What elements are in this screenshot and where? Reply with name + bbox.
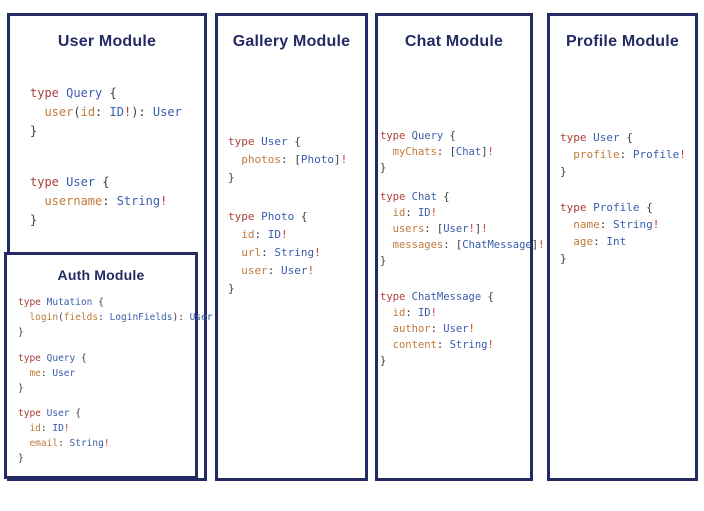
code-line: name: String!	[573, 218, 660, 231]
code-line: }	[30, 213, 38, 227]
panel-auth-module: Auth Module type Mutation { login(fields…	[4, 252, 213, 479]
code-line: age: Int	[573, 235, 627, 248]
panel-title-gallery-module: Gallery Module	[232, 33, 351, 50]
code-line: }	[560, 165, 567, 178]
panel-title-chat-module: Chat Module	[404, 33, 504, 50]
code-block-chat-chat: type Chat { id: ID! users: [User!]! mess…	[380, 189, 544, 269]
panel-gallery-module: Gallery Module type User { photos: [Phot…	[215, 13, 368, 481]
code-line: type Query {	[30, 86, 117, 100]
code-block-chat-query: type Query { myChats: [Chat]!}	[380, 128, 494, 176]
code-line: profile: Profile!	[573, 148, 686, 161]
code-line: id: ID!	[392, 307, 437, 319]
code-line: }	[380, 255, 387, 267]
code-line: type Query {	[380, 130, 456, 142]
code-block-chat-chatmessage: type ChatMessage { id: ID! author: User!…	[380, 289, 494, 369]
code-line: id: ID!	[392, 207, 437, 219]
code-line: }	[560, 252, 567, 265]
code-block-user-user: type User { username: String!}	[30, 173, 167, 230]
code-line: content: String!	[392, 339, 494, 351]
code-line: type User {	[18, 408, 81, 419]
code-line: }	[228, 282, 235, 295]
code-line: id: ID!	[241, 228, 288, 241]
code-line: }	[228, 171, 235, 184]
code-line: type User {	[30, 175, 110, 189]
code-line: }	[18, 453, 24, 464]
code-line: id: ID!	[29, 423, 70, 434]
code-block-profile-user: type User { profile: Profile!}	[560, 129, 686, 180]
code-line: user(id: ID!): User	[44, 105, 182, 119]
panel-title-profile-module: Profile Module	[565, 33, 680, 50]
code-line: login(fields: LoginFields): User	[29, 312, 213, 323]
code-line: type Query {	[18, 353, 87, 364]
code-block-profile-profile: type Profile { name: String! age: Int}	[560, 199, 659, 267]
code-line: photos: [Photo]!	[241, 153, 348, 166]
code-line: user: User!	[241, 264, 315, 277]
code-line: url: String!	[241, 246, 321, 259]
code-block-auth-user: type User { id: ID! email: String!}	[18, 406, 110, 466]
code-line: email: String!	[29, 438, 110, 449]
code-line: messages: [ChatMessage]!	[392, 239, 545, 251]
code-line: users: [User!]!	[392, 223, 488, 235]
code-line: type Profile {	[560, 201, 653, 214]
panel-title-auth-module: Auth Module	[57, 267, 145, 283]
code-line: }	[18, 327, 24, 338]
panel-chat-module: Chat Module type Query { myChats: [Chat]…	[375, 13, 544, 481]
code-line: }	[30, 124, 38, 138]
code-line: author: User!	[392, 323, 475, 335]
code-line: type User {	[228, 135, 301, 148]
code-line: }	[380, 162, 387, 174]
code-line: type Photo {	[228, 210, 308, 223]
code-line: me: User	[29, 368, 76, 379]
code-line: myChats: [Chat]!	[392, 146, 494, 158]
code-line: type ChatMessage {	[380, 291, 494, 303]
code-block-auth-mutation: type Mutation { login(fields: LoginField…	[18, 295, 213, 340]
code-line: username: String!	[44, 194, 168, 208]
code-line: type Mutation {	[18, 297, 104, 308]
code-line: type Chat {	[380, 191, 450, 203]
code-line: }	[380, 355, 387, 367]
code-block-user-query: type Query { user(id: ID!): User}	[30, 84, 182, 141]
code-block-gallery-user: type User { photos: [Photo]!}	[228, 133, 347, 187]
code-line: type User {	[560, 131, 633, 144]
panel-profile-module: Profile Module type User { profile: Prof…	[547, 13, 698, 481]
code-block-auth-query: type Query { me: User}	[18, 351, 87, 396]
code-line: }	[18, 383, 24, 394]
panel-title-user-module: User Module	[57, 33, 157, 50]
code-block-gallery-photo: type Photo { id: ID! url: String! user: …	[228, 208, 321, 298]
